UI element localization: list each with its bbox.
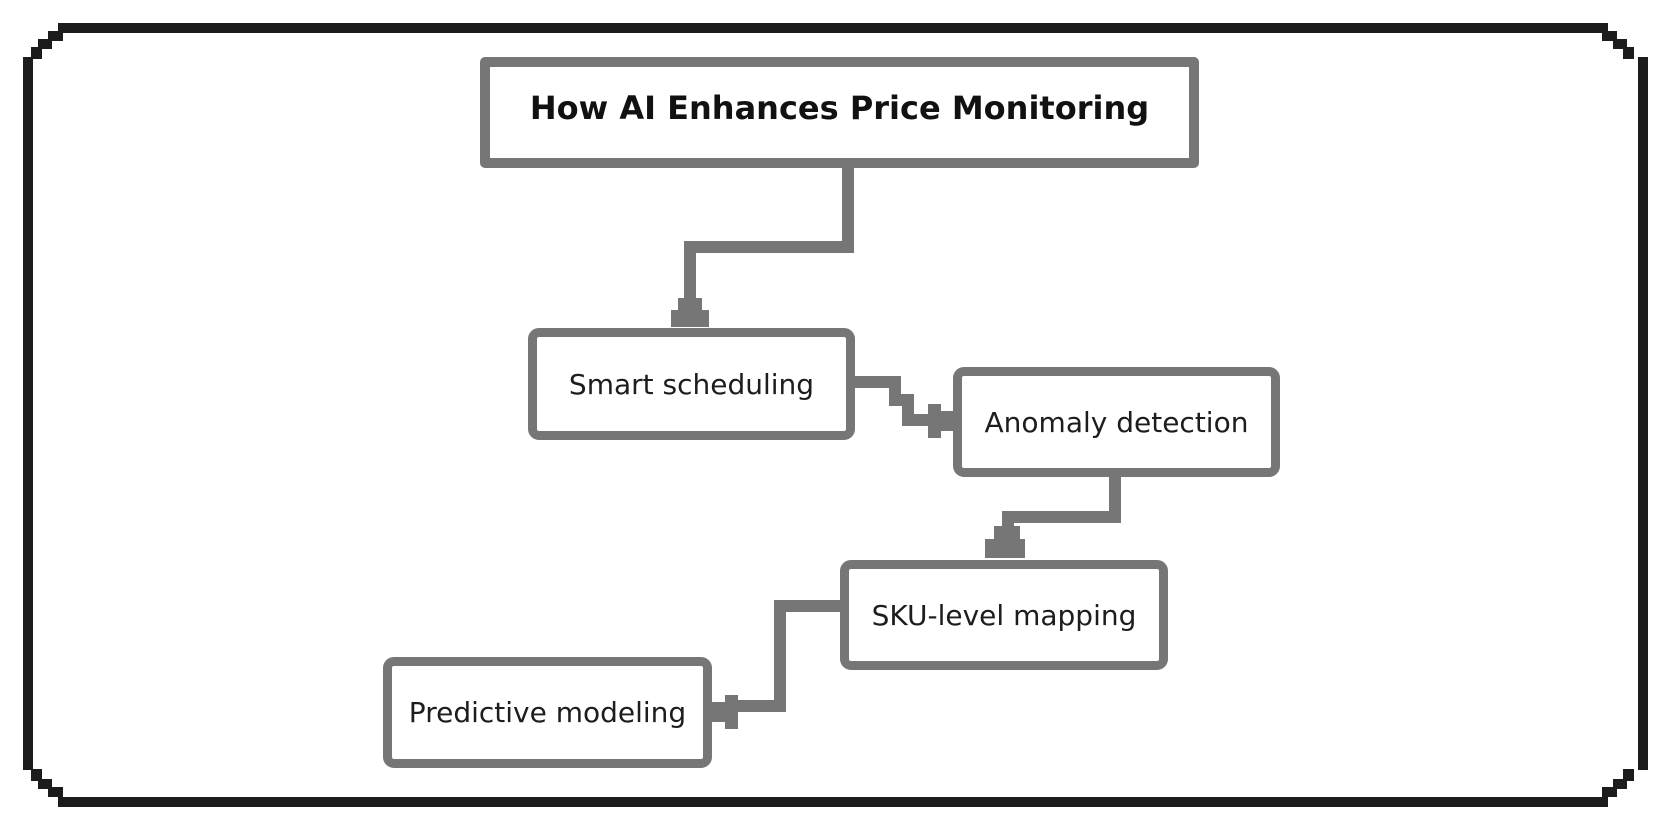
outer-pixel-border <box>23 23 1648 807</box>
arrowhead-left-icon <box>712 695 738 729</box>
node-predictive-modeling: Predictive modeling <box>383 657 712 768</box>
node-label: Smart scheduling <box>568 367 815 401</box>
arrowhead-down-icon <box>985 526 1025 558</box>
arrowhead-right-icon <box>928 404 954 438</box>
node-smart-scheduling: Smart scheduling <box>528 328 855 440</box>
title-box: How AI Enhances Price Monitoring <box>480 57 1199 168</box>
connector-smart-scheduling-to-anomaly-detection <box>851 376 954 438</box>
connector-anomaly-detection-to-sku-level-mapping <box>985 471 1121 558</box>
node-label: SKU-level mapping <box>871 598 1137 632</box>
node-sku-level-mapping: SKU-level mapping <box>840 560 1168 670</box>
connector-sku-level-mapping-to-predictive-modeling <box>712 600 843 729</box>
arrowhead-down-icon <box>671 298 709 327</box>
node-label: Anomaly detection <box>984 405 1249 439</box>
connector-title-to-smart-scheduling <box>671 163 854 327</box>
node-label: Predictive modeling <box>408 696 687 729</box>
diagram-title: How AI Enhances Price Monitoring <box>529 88 1150 127</box>
node-anomaly-detection: Anomaly detection <box>953 367 1280 477</box>
